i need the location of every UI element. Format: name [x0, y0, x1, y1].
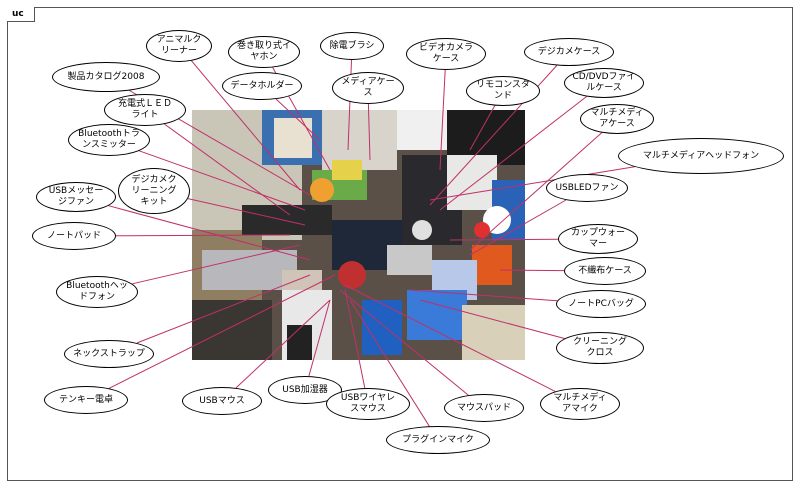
- node-notebook-bag[interactable]: ノートPCバッグ: [556, 290, 646, 318]
- connector-n24: [136, 274, 311, 344]
- node-bt-headphones[interactable]: Bluetoothヘッドフォン: [56, 276, 138, 308]
- node-video-camera-case[interactable]: ビデオカメラケース: [406, 38, 486, 70]
- node-usb-led-fan[interactable]: USBLEDファン: [546, 174, 628, 202]
- node-cleaning-kit[interactable]: デジカメクリーニングキット: [118, 168, 190, 214]
- node-plugin-mic[interactable]: プラグインマイク: [386, 426, 490, 454]
- diagram-frame: [7, 7, 793, 481]
- connector-n14: [429, 166, 635, 201]
- node-retractable-earphones[interactable]: 巻き取り式イヤホン: [228, 36, 300, 68]
- node-digicam-case[interactable]: デジカメケース: [524, 38, 614, 66]
- connector-n18: [115, 234, 291, 237]
- connector-n12: [469, 132, 603, 251]
- connector-n28: [344, 289, 366, 389]
- connector-n26: [108, 274, 336, 389]
- connector-n15: [187, 198, 306, 226]
- node-usb-mouse[interactable]: USBマウス: [182, 387, 262, 415]
- node-cleaning-cloth[interactable]: クリーニングクロス: [556, 332, 644, 364]
- node-multimedia-mic[interactable]: マルチメディアマイク: [540, 388, 620, 420]
- node-animal-cleaner[interactable]: アニマルクリーナー: [146, 30, 212, 62]
- connector-n11: [164, 123, 291, 216]
- connector-n9: [469, 105, 496, 151]
- node-tenkey-calculator[interactable]: テンキー電卓: [44, 386, 128, 414]
- connector-n7: [275, 98, 321, 141]
- frame-label: uc: [7, 7, 35, 22]
- connector-n13: [139, 150, 306, 211]
- node-multimedia-case[interactable]: マルチメディアケース: [580, 104, 654, 134]
- node-mouse-pad[interactable]: マウスパッド: [444, 394, 524, 422]
- node-notepad[interactable]: ノートパッド: [32, 222, 116, 250]
- connector-n29: [339, 289, 469, 396]
- node-nonwoven-case[interactable]: 不織布ケース: [564, 257, 646, 285]
- node-media-case[interactable]: メディアケース: [332, 72, 404, 104]
- connector-n27: [235, 299, 331, 389]
- connector-n30: [344, 284, 556, 392]
- connector-n19: [449, 238, 559, 241]
- connector-n31: [349, 299, 430, 427]
- node-remote-stand[interactable]: リモコンスタンド: [466, 76, 540, 106]
- connector-n10: [439, 96, 587, 211]
- connector-n1: [191, 60, 301, 191]
- connector-n23: [419, 299, 565, 339]
- node-data-holder[interactable]: データホルダー: [222, 72, 302, 100]
- node-usb-humidifier[interactable]: USB加湿器: [268, 376, 342, 404]
- connector-n8: [367, 103, 371, 161]
- node-neck-strap[interactable]: ネックストラップ: [64, 340, 154, 368]
- node-cup-warmer[interactable]: カップウォーマー: [558, 224, 638, 254]
- connector-n16: [108, 205, 311, 261]
- node-bt-transmitter[interactable]: Bluetoothトランスミッター: [68, 124, 150, 156]
- node-multimedia-headphones[interactable]: マルチメディアヘッドフォン: [618, 138, 784, 174]
- connector-n25: [308, 299, 331, 377]
- node-catalog-2008[interactable]: 製品カタログ2008: [52, 62, 160, 92]
- node-cd-dvd-file-case[interactable]: CD/DVDファイルケース: [564, 68, 644, 98]
- connector-n4: [439, 69, 446, 171]
- connector-n17: [469, 199, 567, 256]
- connector-n20: [499, 269, 565, 272]
- node-static-brush[interactable]: 除電ブラシ: [320, 32, 384, 60]
- connector-n22: [409, 289, 558, 302]
- node-usb-message-fan[interactable]: USBメッセージファン: [36, 182, 116, 212]
- node-usb-wireless-mouse[interactable]: USBワイヤレスマウス: [326, 388, 410, 420]
- connector-n21: [132, 244, 301, 285]
